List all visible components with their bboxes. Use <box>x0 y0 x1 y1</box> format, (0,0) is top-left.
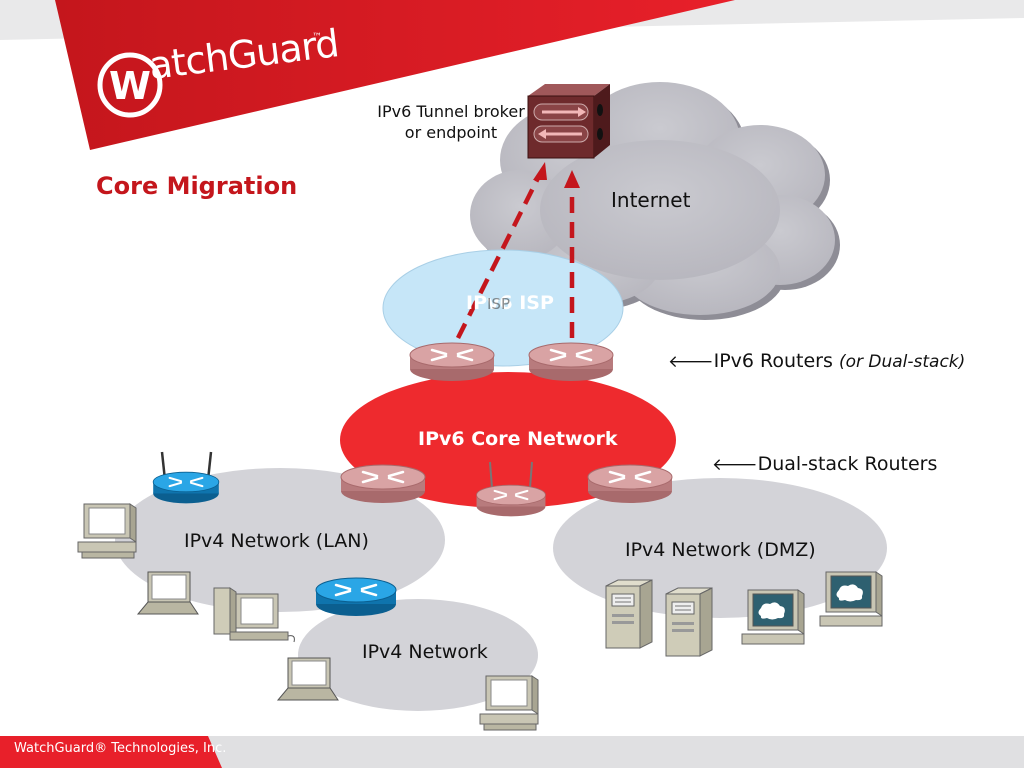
ipv6-routers-callout: 🡐IPv6 Routers (or Dual-stack) <box>668 350 965 372</box>
arrow-left-icon: 🡐 <box>668 352 714 372</box>
header-red-band <box>55 0 735 150</box>
ipv6-router-left <box>408 341 496 383</box>
lan-edge-router <box>314 576 398 618</box>
logo-mark-letter: W <box>109 64 151 108</box>
internet-label: Internet <box>611 188 691 212</box>
tunnel-link-left <box>455 176 541 340</box>
watchguard-logo: W ™ <box>97 32 322 118</box>
ipv4-laptop <box>277 657 339 701</box>
dmz-server-1 <box>605 579 653 649</box>
ipv6-routers-label: IPv6 Routers <box>713 350 833 372</box>
dmz-web-server-1 <box>741 589 805 645</box>
isp-network <box>382 249 624 367</box>
dmz-label: IPv4 Network (DMZ) <box>625 539 816 561</box>
ipv6-router-right <box>527 341 615 383</box>
ipv4-lan-network <box>115 468 445 612</box>
tunnel-broker-label: IPv6 Tunnel broker or endpoint <box>366 102 536 142</box>
slide-title: Core Migration <box>96 172 298 200</box>
tunnel-arrowhead-left <box>533 162 547 180</box>
tunnel-broker-label-line2: or endpoint <box>404 123 498 142</box>
dual-stack-router-lan <box>339 463 427 505</box>
wireless-router-lan <box>152 451 220 505</box>
ipv4-network-label: IPv4 Network <box>362 641 488 663</box>
ipv6-routers-note: (or Dual-stack) <box>838 352 966 372</box>
ipv4-desktop-pc <box>479 675 539 731</box>
arrow-left-icon: 🡐 <box>712 455 758 475</box>
footer-copyright: WatchGuard® Technologies, Inc. <box>14 741 227 756</box>
core-network-label: IPv6 Core Network <box>418 428 618 450</box>
lan-desktop-pc <box>77 503 137 559</box>
wireless-router-core <box>475 461 547 518</box>
lan-workstation <box>213 587 295 643</box>
dual-stack-router-dmz <box>586 463 674 505</box>
ipv4-network <box>298 599 538 711</box>
tunnel-links <box>455 176 575 340</box>
dmz-server-2 <box>665 587 713 657</box>
isp-label: IPv6 ISP <box>466 292 554 314</box>
dmz-web-server-2 <box>819 571 883 627</box>
dual-stack-callout: 🡐Dual-stack Routers <box>712 453 937 475</box>
lan-label: IPv4 Network (LAN) <box>184 530 369 552</box>
tunnel-broker-label-line1: IPv6 Tunnel broker <box>377 102 525 121</box>
isp-overlap-label: ISP <box>487 295 510 313</box>
tunnel-broker-device <box>527 84 610 159</box>
dual-stack-label: Dual-stack Routers <box>757 453 938 475</box>
footer-red-tab <box>0 736 222 768</box>
logo-trademark: ™ <box>312 32 322 43</box>
tunnel-arrowhead-right <box>564 170 580 188</box>
